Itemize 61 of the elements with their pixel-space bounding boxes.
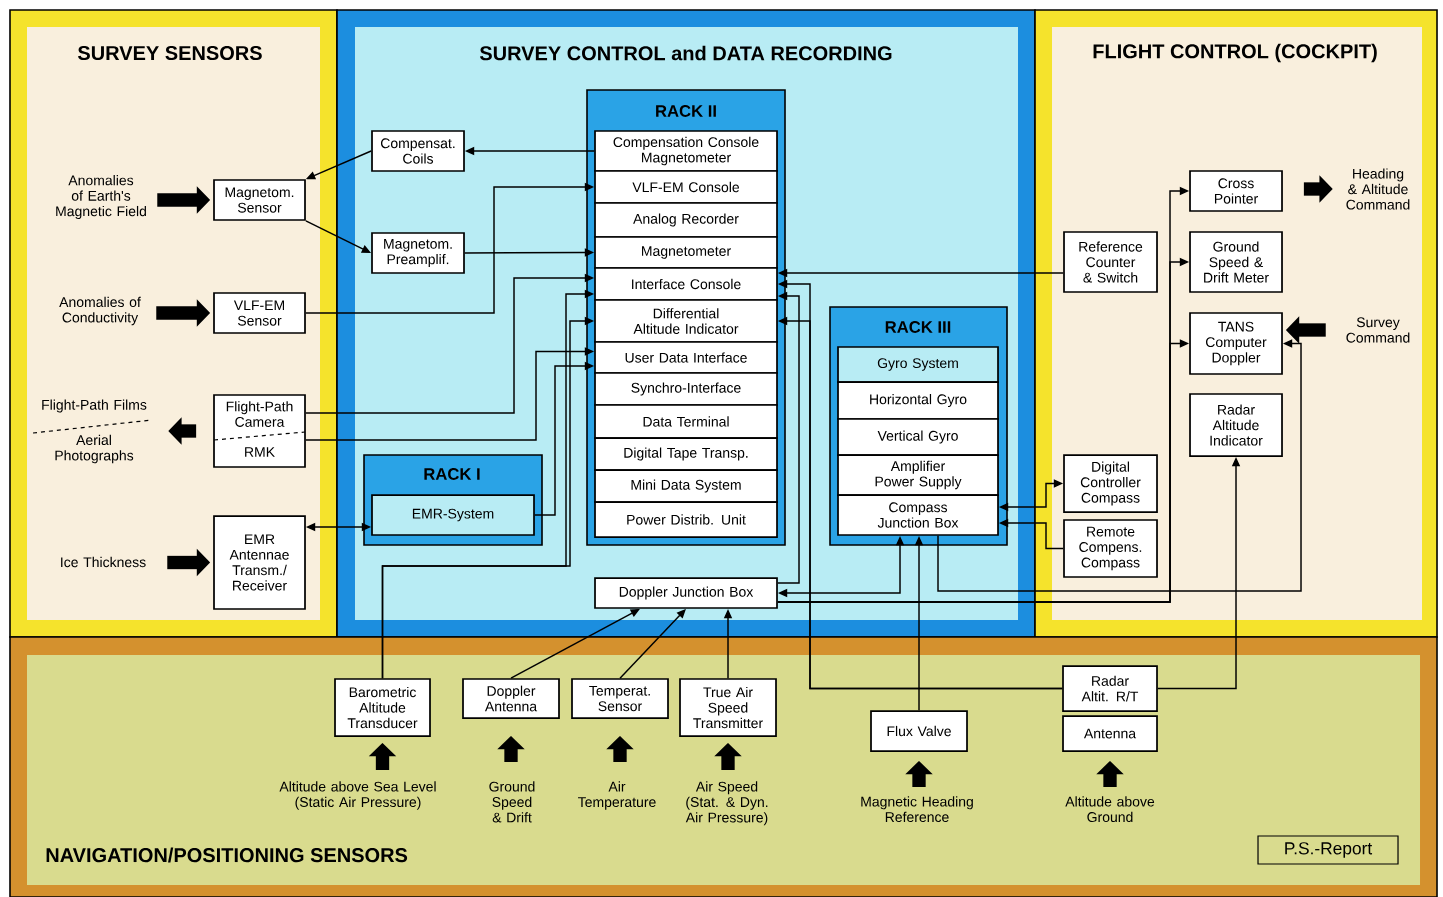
signal-label: Air Speed (Stat. & Dyn. Air Pressure) (685, 781, 768, 826)
signal-label: Magnetic Heading Reference (861, 796, 973, 823)
unit-box: Analog Recorder (594, 202, 778, 238)
signal-label: Anomalies of Earth's Magnetic Field (56, 175, 146, 219)
tag-box: P.S.-Report (1257, 835, 1399, 865)
unit-box: Differential Altitude Indicator (594, 299, 778, 343)
unit-box: Data Terminal (594, 404, 778, 439)
unit-box: Ground Speed & Drift Meter (1189, 231, 1283, 293)
unit-box: Radar Altitude Indicator (1189, 393, 1283, 457)
unit-box: Compensat. Coils (371, 130, 465, 172)
signal-label: Anomalies of Conductivity (59, 296, 141, 326)
unit-box: Compass Junction Box (837, 494, 999, 536)
unit-box: Horizontal Gyro (837, 381, 999, 420)
unit-box: Gyro System (837, 346, 999, 383)
section-heading: SURVEY CONTROL and DATA RECORDING (479, 45, 892, 61)
signal-label: Aerial Photographs (55, 434, 134, 464)
unit-box: Doppler Junction Box (594, 577, 778, 609)
unit-box: User Data Interface (594, 341, 778, 374)
rack-heading: RACK II (656, 105, 716, 117)
unit-box: Cross Pointer (1189, 170, 1283, 212)
signal-label: Ground Speed & Drift (489, 781, 535, 823)
rack-heading: RACK III (885, 321, 951, 333)
signal-label: Ice Thickness (61, 556, 146, 568)
unit-box: VLF-EM Console (594, 170, 778, 204)
unit-box: Power Distrib. Unit (594, 501, 778, 538)
unit-box: Remote Compens. Compass (1063, 519, 1158, 578)
unit-box: Synchro-Interface (594, 372, 778, 406)
unit-box: Magnetom. Preamplif. (371, 232, 465, 274)
connector-arrow (937, 339, 1302, 592)
unit-box: Digital Tape Transp. (594, 437, 778, 471)
unit-box: Magnetometer (594, 236, 778, 269)
unit-box: EMR-System (371, 494, 535, 536)
signal-label: Air Temperature (578, 781, 656, 810)
unit-box: Flight-Path Camera RMK (213, 394, 306, 468)
section-heading: NAVIGATION/POSITIONING SENSORS (46, 847, 408, 863)
section-heading: SURVEY SENSORS (77, 45, 262, 61)
section-heading: FLIGHT CONTROL (COCKPIT) (1093, 43, 1377, 63)
unit-box: EMR Antennae Transm./ Receiver (213, 515, 306, 610)
signal-label: Heading & Altitude Command (1346, 168, 1410, 210)
unit-box: Flux Valve (870, 710, 968, 752)
signal-label: Flight-Path Films (42, 399, 147, 413)
unit-box: TANS Computer Doppler (1189, 312, 1283, 375)
unit-box: Reference Counter & Switch (1063, 231, 1158, 293)
signal-label: Altitude above Sea Level (Static Air Pressure) (279, 781, 436, 810)
unit-box: Vertical Gyro (837, 418, 999, 456)
unit-box: Antenna (1062, 715, 1158, 752)
unit-box: Doppler Antenna (462, 678, 560, 719)
unit-box: Amplifier Power Supply (837, 454, 999, 496)
unit-box: Radar Altit. R/T (1062, 665, 1158, 712)
unit-box: Digital Controller Compass (1063, 454, 1158, 513)
unit-box: Magnetom. Sensor (213, 179, 306, 221)
signal-label: Survey Command (1346, 317, 1410, 343)
unit-box: Mini Data System (594, 469, 778, 503)
signal-label: Altitude above Ground (1065, 796, 1155, 823)
unit-box: VLF-EM Sensor (213, 292, 306, 334)
rack-heading: RACK I (424, 468, 480, 480)
unit-box: Compensation Console Magnetometer (594, 130, 778, 172)
unit-box: Interface Console (594, 267, 778, 301)
unit-box: Temperat. Sensor (571, 678, 669, 719)
unit-box: True Air Speed Transmitter (679, 678, 777, 737)
unit-box: Barometric Altitude Transducer (334, 678, 431, 737)
